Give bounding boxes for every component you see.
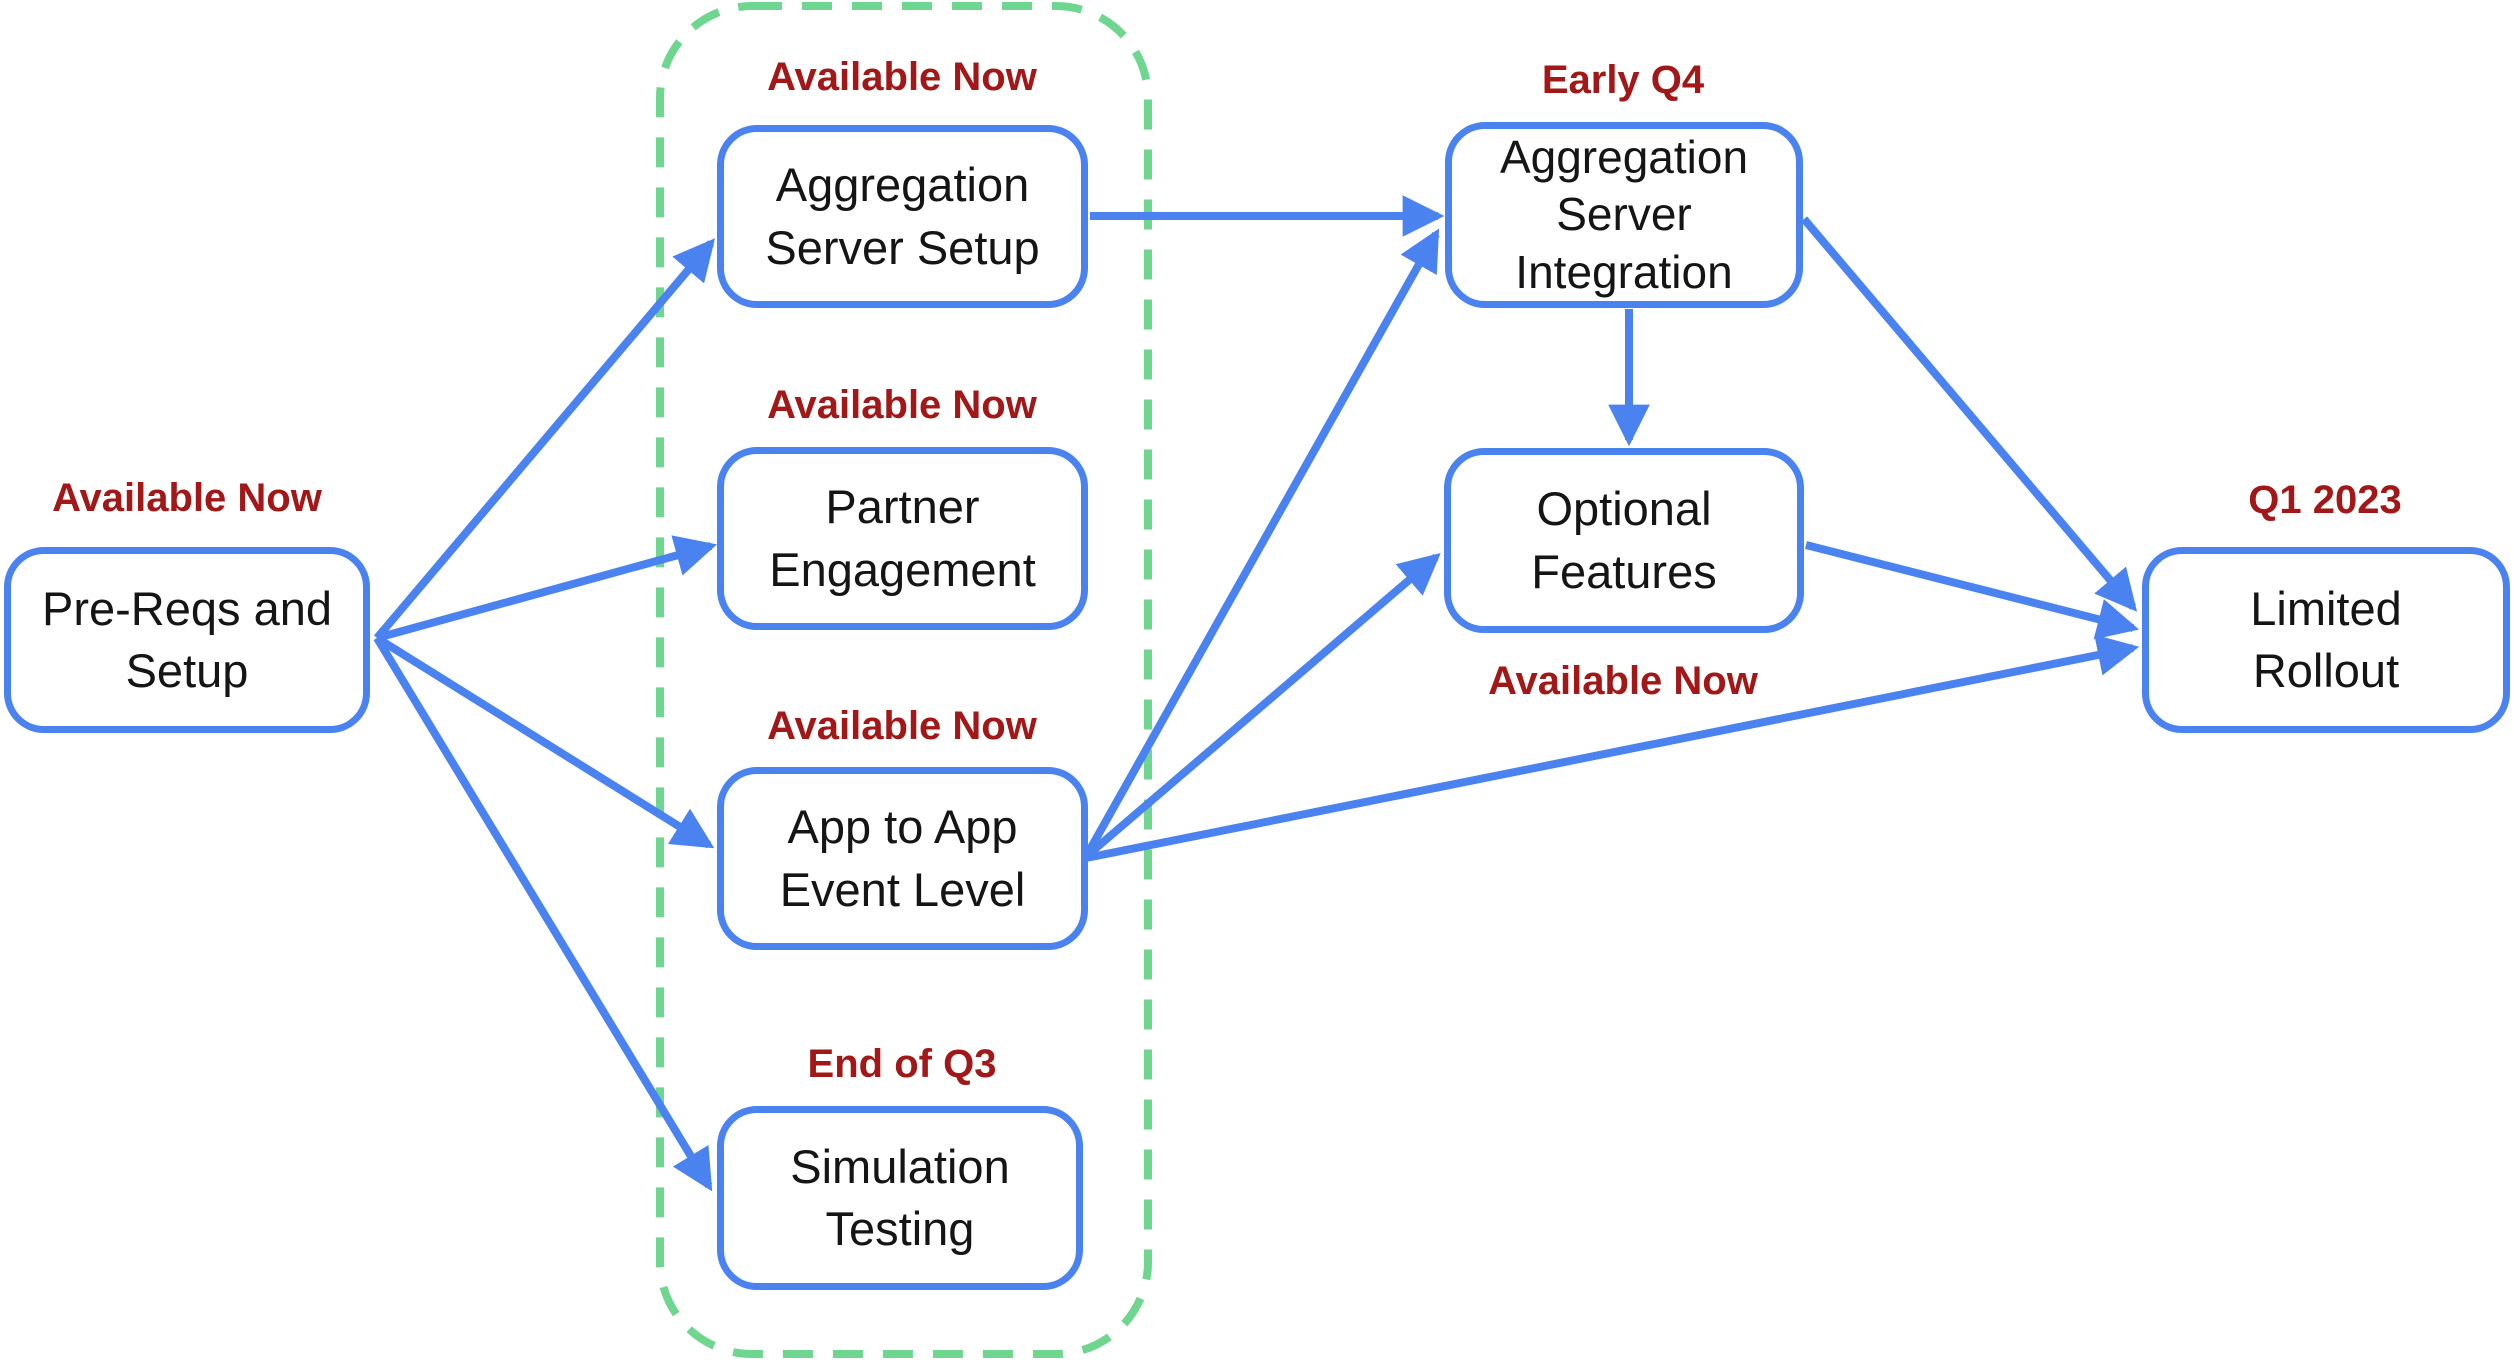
status-label-app-to-app: Available Now <box>767 704 1037 748</box>
node-aggregation-server-integration-label: Aggregation Server Integration <box>1499 131 1749 298</box>
node-simulation-testing-label: Simulation Testing <box>790 1139 1010 1255</box>
node-pre-reqs-and-setup: Pre-Reqs and Setup <box>4 547 370 733</box>
status-label-aggregation-server-integration: Early Q4 <box>1541 58 1705 102</box>
status-label-simulation-testing: End of Q3 <box>807 1042 997 1086</box>
edge-pre-reqs-to-simulation-testing <box>373 635 713 1192</box>
status-label-optional-features: Available Now <box>1488 659 1758 703</box>
edge-app-to-app-to-optional-features <box>1085 552 1441 859</box>
node-optional-features-label: Optional Features <box>1531 482 1717 598</box>
edge-app-to-app-to-agg-server-integration <box>1084 228 1440 855</box>
node-optional-features: Optional Features <box>1444 448 1804 633</box>
node-pre-reqs-and-setup-label: Pre-Reqs and Setup <box>42 581 332 697</box>
node-partner-engagement-label: Partner Engagement <box>769 480 1036 596</box>
edge-agg-server-integration-to-limited-rollout <box>1800 216 2138 612</box>
edge-pre-reqs-to-app-to-app <box>374 634 715 849</box>
edge-optional-features-to-limited-rollout <box>1805 541 2140 640</box>
node-app-to-app-event-level-label: App to App Event Level <box>779 800 1026 916</box>
edge-app-to-app-to-limited-rollout <box>1085 634 2140 862</box>
node-limited-rollout-label: Limited Rollout <box>2250 581 2402 697</box>
node-simulation-testing: Simulation Testing <box>717 1106 1083 1290</box>
group-outline-available-now <box>656 2 1152 1358</box>
edge-pre-reqs-to-aggregation-server-setup <box>373 238 716 641</box>
status-label-limited-rollout: Q1 2023 <box>2248 478 2402 522</box>
status-label-pre-reqs: Available Now <box>52 476 322 520</box>
node-aggregation-server-setup-label: Aggregation Server Setup <box>765 158 1040 274</box>
edge-pre-reqs-to-partner-engagement <box>375 535 718 642</box>
status-label-aggregation-server-setup: Available Now <box>767 55 1037 99</box>
node-limited-rollout: Limited Rollout <box>2142 547 2510 733</box>
node-aggregation-server-integration: Aggregation Server Integration <box>1445 122 1803 308</box>
status-label-partner-engagement: Available Now <box>767 383 1037 427</box>
node-aggregation-server-setup: Aggregation Server Setup <box>717 125 1088 308</box>
node-partner-engagement: Partner Engagement <box>717 447 1088 630</box>
node-app-to-app-event-level: App to App Event Level <box>717 767 1088 950</box>
